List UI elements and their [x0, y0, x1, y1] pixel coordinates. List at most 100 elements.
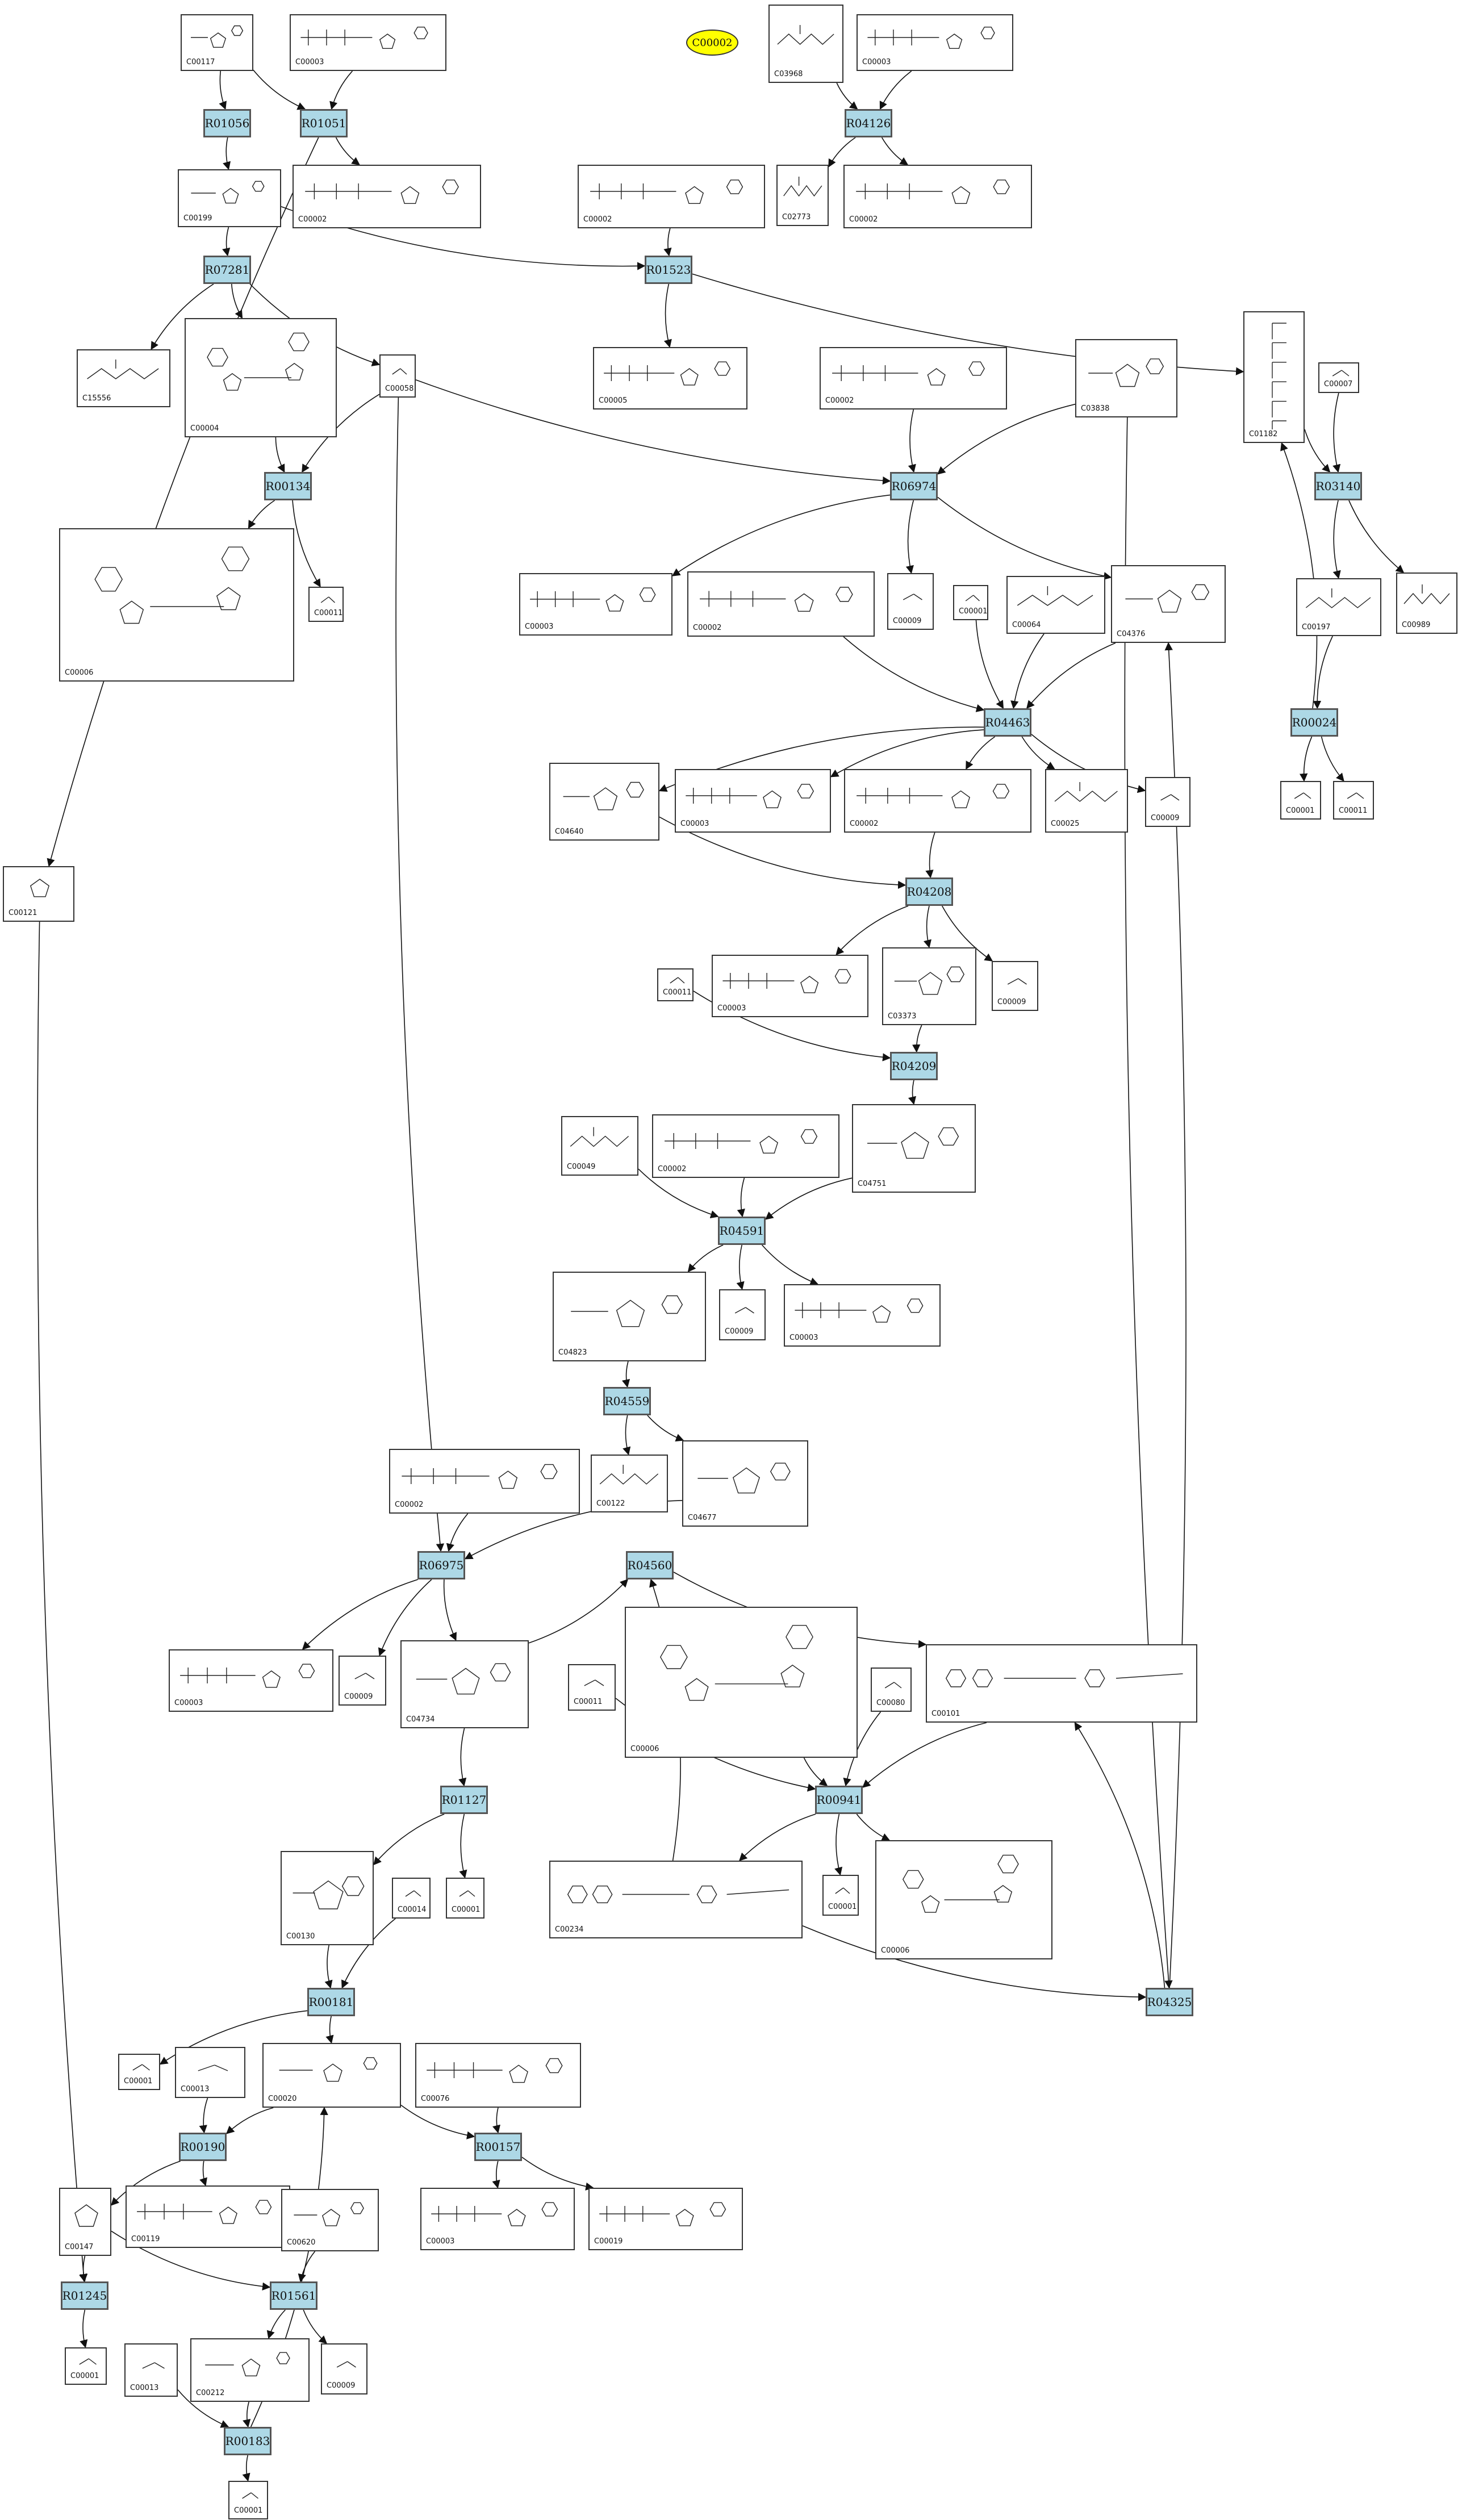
compound-c00011[interactable]: C00011 — [657, 968, 694, 1001]
compound-c00002[interactable]: C00002 — [389, 1449, 580, 1514]
compound-c00020[interactable]: C00020 — [262, 2043, 401, 2108]
compound-c00011[interactable]: C00011 — [308, 587, 344, 622]
compound-c03373[interactable]: C03373 — [882, 947, 976, 1025]
compound-c00009[interactable]: C00009 — [719, 1289, 766, 1340]
compound-c00003[interactable]: C00003 — [420, 2188, 575, 2250]
reaction-node-r06974[interactable]: R06974 — [890, 472, 938, 500]
compound-c00011[interactable]: C00011 — [1333, 781, 1374, 820]
compound-c00007[interactable]: C00007 — [1318, 362, 1359, 393]
compound-c00122[interactable]: C00122 — [591, 1455, 668, 1512]
reaction-node-r01056[interactable]: R01056 — [203, 109, 251, 137]
compound-c00080[interactable]: C00080 — [871, 1668, 912, 1712]
compound-c00009[interactable]: C00009 — [887, 573, 934, 630]
compound-c00147[interactable]: C00147 — [59, 2188, 111, 2256]
compound-c00001[interactable]: C00001 — [1280, 781, 1321, 820]
compound-c01182[interactable]: C01182 — [1243, 311, 1305, 443]
compound-c00002[interactable]: C00002 — [652, 1114, 839, 1178]
compound-c00101[interactable]: C00101 — [926, 1644, 1197, 1723]
reaction-node-r04209[interactable]: R04209 — [890, 1052, 938, 1080]
reaction-node-r04560[interactable]: R04560 — [626, 1551, 674, 1579]
compound-c00049[interactable]: C00049 — [561, 1116, 638, 1176]
compound-c00002[interactable]: C00002 — [687, 571, 875, 637]
compound-c00011[interactable]: C00011 — [568, 1664, 616, 1711]
reaction-node-r00941[interactable]: R00941 — [815, 1786, 863, 1814]
compound-c00058[interactable]: C00058 — [379, 354, 416, 398]
compound-c04751[interactable]: C04751 — [852, 1104, 976, 1193]
reaction-node-r00157[interactable]: R00157 — [474, 2133, 522, 2161]
compound-c00013[interactable]: C00013 — [175, 2047, 245, 2098]
compound-c04640[interactable]: C04640 — [549, 763, 659, 841]
compound-c00234[interactable]: C00234 — [549, 1861, 803, 1938]
compound-c02773[interactable]: C02773 — [776, 165, 829, 226]
compound-c00117[interactable]: C00117 — [181, 14, 253, 71]
reaction-node-r04559[interactable]: R04559 — [603, 1387, 651, 1415]
reaction-node-r07281[interactable]: R07281 — [203, 256, 251, 284]
compound-c00003[interactable]: C00003 — [857, 14, 1013, 71]
compound-c03838[interactable]: C03838 — [1075, 339, 1177, 417]
reaction-node-r04126[interactable]: R04126 — [845, 109, 892, 137]
compound-c00013[interactable]: C00013 — [124, 2343, 178, 2397]
compound-c00009[interactable]: C00009 — [321, 2343, 367, 2394]
compound-c00005[interactable]: C00005 — [593, 347, 747, 409]
compound-c00076[interactable]: C00076 — [415, 2043, 581, 2108]
compound-c00119[interactable]: C00119 — [126, 2185, 290, 2248]
compound-c00003[interactable]: C00003 — [169, 1649, 333, 1712]
compound-c00014[interactable]: C00014 — [392, 1878, 431, 1919]
compound-c00620[interactable]: C00620 — [281, 2189, 379, 2251]
reaction-node-r01523[interactable]: R01523 — [645, 256, 692, 284]
compound-c00989[interactable]: C00989 — [1396, 572, 1457, 634]
compound-c00006[interactable]: C00006 — [875, 1840, 1052, 1959]
compound-c00003[interactable]: C00003 — [290, 14, 446, 71]
compound-c00019[interactable]: C00019 — [588, 2188, 743, 2250]
compound-c00002[interactable]: C00002 — [844, 769, 1031, 833]
compound-c00002[interactable]: C00002 — [293, 165, 481, 228]
reaction-node-r04325[interactable]: R04325 — [1146, 1988, 1193, 2016]
compound-c00064[interactable]: C00064 — [1006, 576, 1105, 634]
reaction-node-r01127[interactable]: R01127 — [440, 1786, 488, 1814]
compound-c04734[interactable]: C04734 — [400, 1640, 529, 1728]
reaction-node-r06975[interactable]: R06975 — [417, 1551, 465, 1579]
compound-c00001[interactable]: C00001 — [822, 1875, 859, 1916]
compound-c00001[interactable]: C00001 — [228, 2481, 268, 2519]
compound-c00003[interactable]: C00003 — [712, 955, 868, 1017]
reaction-node-r00024[interactable]: R00024 — [1290, 708, 1338, 737]
compound-c00001[interactable]: C00001 — [953, 585, 988, 620]
compound-c00003[interactable]: C00003 — [784, 1284, 941, 1347]
reaction-node-r03140[interactable]: R03140 — [1314, 472, 1362, 500]
compound-c00001[interactable]: C00001 — [65, 2347, 107, 2385]
compound-c03968[interactable]: C03968 — [768, 5, 843, 83]
reaction-node-r00183[interactable]: R00183 — [224, 2427, 271, 2455]
compound-c15556[interactable]: C15556 — [77, 349, 170, 407]
compound-c00006[interactable]: C00006 — [625, 1607, 858, 1758]
compound-c04823[interactable]: C04823 — [553, 1272, 706, 1361]
compound-c00009[interactable]: C00009 — [992, 961, 1038, 1011]
compound-c00009[interactable]: C00009 — [339, 1656, 386, 1706]
compound-c00212[interactable]: C00212 — [190, 2338, 310, 2402]
reaction-node-r04591[interactable]: R04591 — [718, 1217, 766, 1245]
compound-c00003[interactable]: C00003 — [675, 769, 831, 833]
compound-c00025[interactable]: C00025 — [1045, 769, 1128, 833]
compound-c00001[interactable]: C00001 — [446, 1878, 484, 1919]
compound-c00001[interactable]: C00001 — [118, 2054, 160, 2090]
compound-c00006[interactable]: C00006 — [59, 528, 294, 682]
reaction-node-r00134[interactable]: R00134 — [264, 472, 312, 500]
reaction-node-r00181[interactable]: R00181 — [307, 1988, 355, 2016]
reaction-node-r01051[interactable]: R01051 — [300, 109, 348, 137]
reaction-node-r01561[interactable]: R01561 — [270, 2281, 317, 2310]
reaction-node-r04208[interactable]: R04208 — [905, 877, 953, 906]
reaction-node-r00190[interactable]: R00190 — [179, 2133, 227, 2161]
compound-c00130[interactable]: C00130 — [281, 1851, 374, 1945]
compound-c04376[interactable]: C04376 — [1111, 565, 1226, 643]
compound-c04677[interactable]: C04677 — [682, 1440, 808, 1527]
compound-c00002[interactable]: C00002 — [578, 165, 765, 228]
compound-c00009[interactable]: C00009 — [1145, 777, 1190, 827]
compound-c00002[interactable]: C00002 — [820, 347, 1007, 409]
compound-c00197[interactable]: C00197 — [1296, 578, 1381, 636]
compound-c00003[interactable]: C00003 — [519, 573, 672, 636]
compound-c00002[interactable]: C00002 — [843, 165, 1032, 228]
compound-c00004[interactable]: C00004 — [185, 318, 337, 437]
compound-c00199[interactable]: C00199 — [178, 169, 281, 227]
compound-c00121[interactable]: C00121 — [3, 866, 74, 922]
reaction-node-r01245[interactable]: R01245 — [61, 2281, 108, 2310]
reaction-node-r04463[interactable]: R04463 — [984, 708, 1031, 737]
